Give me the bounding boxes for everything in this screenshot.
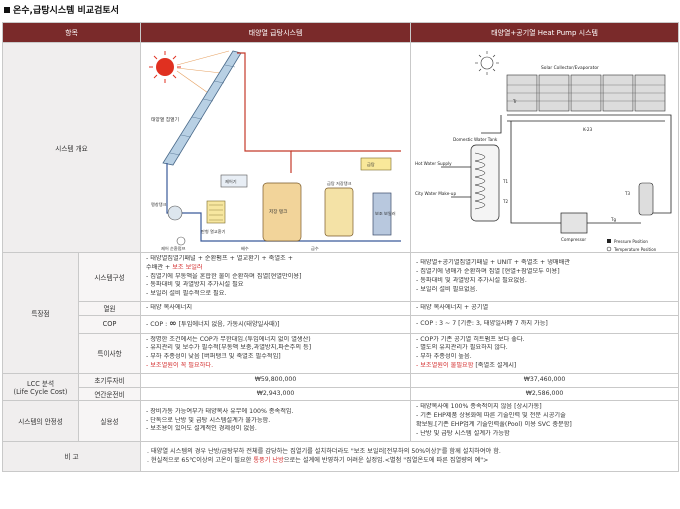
pump-icon [176,236,186,246]
sub-heat-source: 열원 [77,300,142,316]
sub-system-config: 시스템구성 [77,252,142,302]
storage-tank-icon [262,182,302,242]
features-label: 특장점 [2,252,79,374]
svg-text:팽창탱크: 팽창탱크 [151,201,167,207]
solar-annual-cost: ₩2,943,000 [140,386,412,402]
solar-special: - 청명한 조건에서는 COP가 무한대임.(투입에너지 없이 열생산) - 유… [140,332,412,374]
svg-text:Domestic Water Tank: Domestic Water Tank [453,137,498,142]
svg-text:T3: T3 [624,191,630,196]
sub-practicality: 실용성 [77,400,142,442]
heatpump-annual-cost: ₩2,586,000 [410,386,680,402]
boiler-icon [372,192,392,236]
accumulator-icon [638,182,654,216]
heatpump-initial-cost: ₩37,460,000 [410,372,680,388]
svg-text:제어기: 제어기 [225,178,237,185]
svg-text:판형 열교환기: 판형 열교환기 [201,228,226,235]
bullet-square-icon [4,6,10,13]
lcc-label: LCC 분석(Life Cycle Cost) [2,372,79,402]
controller-icon [220,174,248,188]
svg-text:T2: T2 [502,199,508,204]
domestic-tank-icon [470,144,500,222]
temp-legend-icon [606,246,612,252]
expansion-tank-icon [167,205,183,221]
overview-label: 시스템 개요 [1,42,142,253]
sub-tank-icon [324,187,354,237]
svg-text:저장 탱크: 저장 탱크 [269,208,287,215]
stability-label: 시스템의 안정성 [2,400,79,442]
heatpump-diagram: Solar Collector/Evaporator K-23 [410,42,680,253]
comparison-table: 항목 태양열 급탕시스템 태양열+공기열 Heat Pump 시스템 시스템 개… [1,22,680,472]
heat-exchanger-icon [206,200,226,224]
svg-text:Tg: Tg [610,217,616,222]
svg-text:보조 보일러: 보조 보일러 [375,210,396,217]
sun-outline-icon [475,51,500,75]
svg-text:City Water Make-up: City Water Make-up [415,191,456,196]
solar-diagram-svg: 태양열 집열기 제어기 팽창탱크 판형 열교환기 [149,50,402,252]
svg-text:급수: 급수 [311,246,319,252]
heatpump-config: - 태양열+공기열집열기패널 + UNIT + 축열조 + 냉매배관 - 집열기… [410,252,680,302]
heatpump-diagram-svg: Solar Collector/Evaporator K-23 [415,51,672,252]
svg-text:Temperature Position: Temperature Position [613,247,657,252]
remarks-label: 비 고 [1,440,142,472]
sub-initial-cost: 초기투자비 [77,372,142,388]
heatpump-cop: - COP : 3 ~ 7 [기준: 3, 태양일사時 7 까지 가능] [410,314,680,334]
solar-initial-cost: ₩59,800,000 [140,372,412,388]
heatpump-heat-source: - 태양 복사에너지 + 공기열 [410,300,680,316]
svg-text:Pressure Position: Pressure Position [614,239,648,244]
header-heatpump: 태양열+공기열 Heat Pump 시스템 [410,22,680,43]
svg-text:T1: T1 [502,179,508,184]
svg-text:제어 순환펌프: 제어 순환펌프 [161,245,186,252]
solar-cop: - COP : ∞ [투입에너지 없음, 가동시(태양일사때)] [140,314,412,334]
collector-icon [162,50,242,166]
svg-text:급탕 저장탱크: 급탕 저장탱크 [327,180,352,187]
svg-text:K-23: K-23 [583,127,592,132]
compressor-icon [560,212,588,234]
heatpump-special: - COP가 기존 공기열 히트펌프 보다 좋다. - 별도의 유지관리가 필요… [410,332,680,374]
sun-icon [149,51,182,83]
svg-text:Hot Water Supply: Hot Water Supply [415,161,452,166]
svg-text:태양열 집열기: 태양열 집열기 [151,116,179,123]
title-text: 온수,급탕시스템 비교검토서 [13,6,119,16]
heatpump-practicality: - 태양복사에 100% 종속적이지 않음 [상시가동] - 기존 EHP제품 … [410,400,680,442]
sub-annual-cost: 연간운전비 [77,386,142,402]
pressure-legend-icon [607,239,612,243]
remarks-content: . 태양열 시스템의 경우 난방/급탕부하 전체를 감당하는 집열기를 설치하더… [140,440,680,472]
page-title: 온수,급탕시스템 비교검토서 [4,3,119,16]
supply-box-icon [360,157,392,171]
solar-diagram: 태양열 집열기 제어기 팽창탱크 판형 열교환기 [140,42,412,253]
header-solar: 태양열 급탕시스템 [140,22,412,43]
header-item: 항목 [1,22,142,43]
solar-heat-source: - 태양 복사에너지 [140,300,412,316]
svg-text:Tr: Tr [512,99,517,104]
svg-text:배수: 배수 [241,245,249,252]
solar-practicality: - 장비가동 가능여부가 태양복사 유무에 100% 종속적임. - 단독으로 … [140,400,412,442]
sub-special-notes: 특이사항 [77,332,142,374]
svg-text:Compressor: Compressor [561,237,586,242]
svg-text:Solar Collector/Evaporator: Solar Collector/Evaporator [541,65,599,71]
sub-cop: COP [77,314,142,334]
solar-config: - 태양열집열기패널 + 순환펌프 + 열교환기 + 축열조 + 수배관 + 보… [140,252,412,302]
svg-text:급탕: 급탕 [367,161,375,167]
